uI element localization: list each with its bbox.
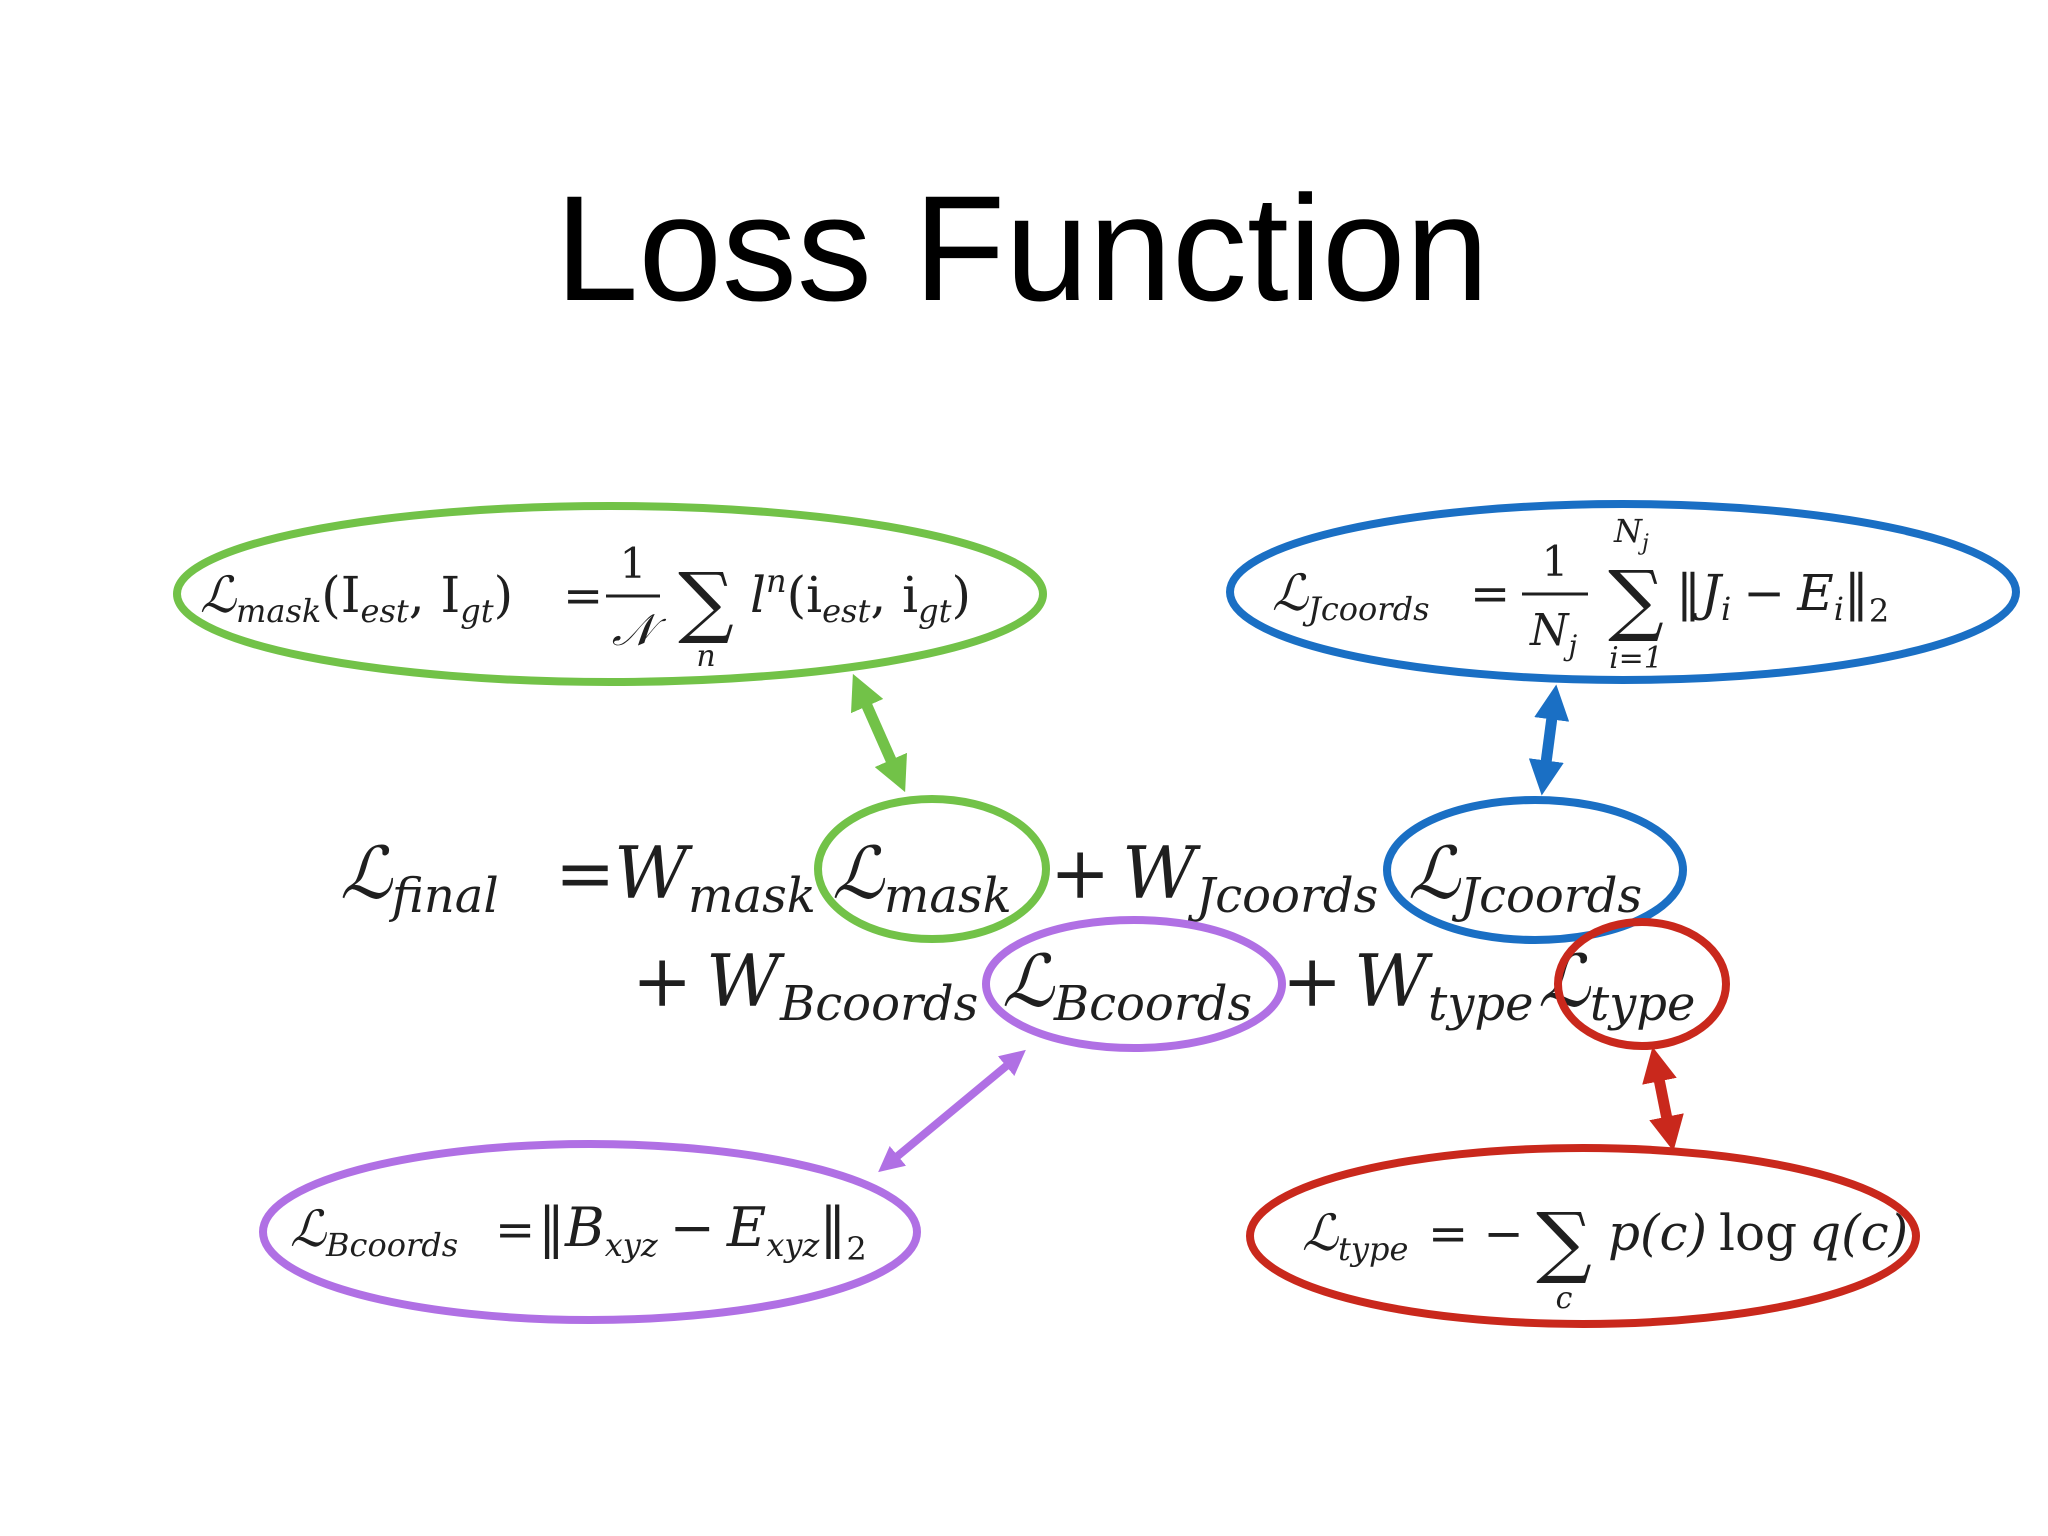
mask-formula-symbol: ℒ	[200, 566, 237, 624]
svg-text:ℒBcoords: ℒBcoords	[1002, 939, 1252, 1032]
svg-text:ℒfinal: ℒfinal	[340, 831, 499, 924]
jcoords-formula: ℒJcoords = 1 Nj Nj ∑ i=1 ‖Ji−Ei‖2	[1272, 512, 1889, 676]
bcoords-formula-symbol: ℒ	[290, 1200, 327, 1258]
mask-connector-arrow	[851, 673, 907, 793]
mask-formula-numerator: 1	[620, 539, 647, 588]
svg-text:ℒmask(Iest, Igt): ℒmask(Iest, Igt)	[200, 566, 513, 630]
mask-formula-denominator: 𝒩	[612, 605, 667, 656]
bcoords-formula-ellipse	[259, 1140, 921, 1324]
type-connector-arrow	[1642, 1046, 1684, 1152]
svg-text:1: 1	[1542, 537, 1569, 586]
svg-text:i=1: i=1	[1609, 641, 1663, 676]
bcoords-term-ellipse	[982, 916, 1286, 1052]
svg-text:‖Ji−Ei‖2: ‖Ji−Ei‖2	[1676, 564, 1889, 630]
svg-text:WJcoords: WJcoords	[1122, 831, 1378, 924]
svg-text:+: +	[1282, 939, 1342, 1023]
svg-text:c: c	[1556, 1281, 1573, 1316]
svg-text:‖Bxyz−Exyz‖2: ‖Bxyz−Exyz‖2	[538, 1196, 867, 1268]
mask-formula-eq: =	[563, 568, 603, 624]
mask-formula-sub: mask	[236, 592, 321, 630]
svg-text:=: =	[1470, 566, 1510, 622]
svg-text:ℒmask: ℒmask	[832, 831, 1012, 924]
jcoords-connector-arrow	[1528, 684, 1570, 796]
main-equation: ℒfinal = Wmask ℒmask + WJcoords ℒJcoords…	[340, 831, 1695, 1032]
jcoords-formula-symbol: ℒ	[1272, 564, 1309, 622]
bcoords-connector-arrow	[878, 1049, 1026, 1173]
sum-symbol: ∑	[1608, 555, 1664, 645]
slide-title: Loss Function	[555, 164, 1489, 332]
sum-symbol: ∑	[1536, 1197, 1592, 1287]
svg-text:ℒBcoords: ℒBcoords	[290, 1200, 458, 1264]
svg-text:Nj: Nj	[1613, 512, 1649, 556]
svg-text:ℒtype: ℒtype	[1302, 1204, 1408, 1268]
svg-text:Nj: Nj	[1529, 605, 1578, 662]
svg-text:Wtype: Wtype	[1354, 939, 1534, 1032]
sum-index: n	[696, 639, 715, 674]
mask-formula-ellipse	[173, 502, 1047, 686]
svg-text:ℒJcoords: ℒJcoords	[1272, 564, 1430, 628]
type-term-ellipse	[1554, 918, 1730, 1050]
svg-text:WBcoords: WBcoords	[706, 939, 978, 1032]
mask-formula: ℒmask(Iest, Igt) = 1 𝒩 ∑ n ln(iest, igt)	[200, 539, 971, 674]
mask-term-ellipse	[814, 795, 1050, 943]
jcoords-term-ellipse	[1383, 796, 1687, 944]
svg-text:+: +	[1050, 831, 1110, 915]
svg-text:ln(iest, igt): ln(iest, igt)	[750, 562, 971, 630]
jcoords-formula-ellipse	[1226, 500, 2020, 684]
type-formula-symbol: ℒ	[1302, 1204, 1339, 1262]
final-loss-symbol: ℒ	[340, 831, 394, 915]
svg-text:=: =	[555, 831, 615, 915]
sum-symbol: ∑	[678, 557, 734, 647]
bcoords-formula: ℒBcoords = ‖Bxyz−Exyz‖2	[290, 1196, 867, 1268]
svg-text:=: =	[495, 1202, 535, 1258]
svg-text:Wmask: Wmask	[614, 831, 816, 924]
type-formula-ellipse	[1246, 1144, 1920, 1328]
svg-text:ℒJcoords: ℒJcoords	[1408, 831, 1642, 924]
svg-text:= −: = −	[1428, 1206, 1524, 1262]
svg-text:+: +	[632, 939, 692, 1023]
